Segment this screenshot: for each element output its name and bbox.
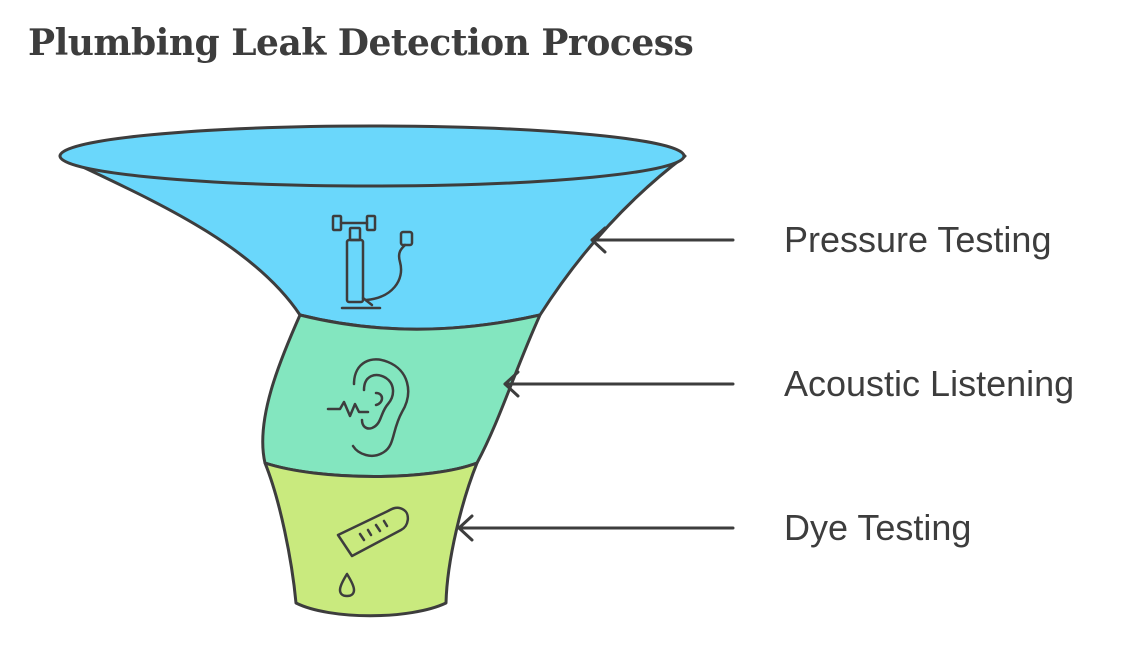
funnel-stage-pressure-testing [58,124,687,331]
ear-sound-wave-icon [326,358,410,457]
page-title: Plumbing Leak Detection Process [28,22,694,64]
stage-label-pressure-testing: Pressure Testing [784,219,1052,260]
funnel-stage-dye-testing [263,461,479,618]
funnel-stage-2-body [261,313,542,478]
arrow-acoustic-listening [503,370,735,398]
funnel-stage-3-body [263,461,479,618]
funnel-rim [58,124,686,188]
stage-label-dye-testing: Dye Testing [784,507,972,548]
arrow-dye-testing [457,514,735,542]
arrow-pressure-testing [590,226,735,254]
air-pump-pressure-gauge-icon [331,214,414,310]
stage-label-acoustic-listening: Acoustic Listening [784,363,1075,404]
test-tube-droplet-icon [336,506,410,598]
funnel-stage-acoustic-listening [261,313,542,478]
